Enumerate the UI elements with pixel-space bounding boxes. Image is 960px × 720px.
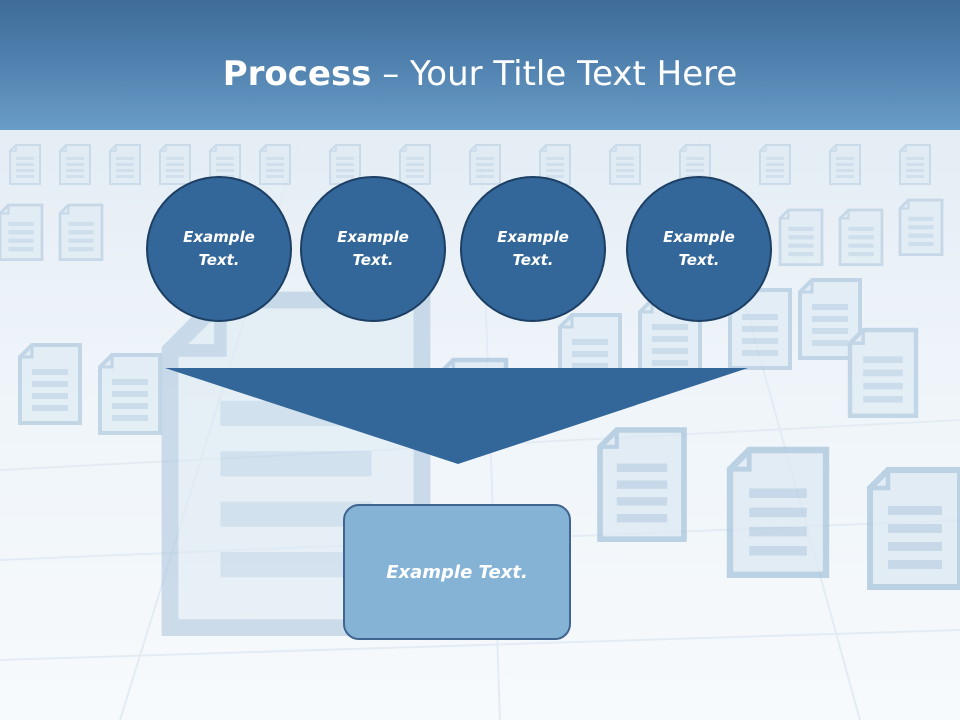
- title-rest-part: – Your Title Text Here: [371, 54, 738, 94]
- result-box: Example Text.: [343, 504, 571, 640]
- step-circle-1: Example Text.: [146, 176, 292, 322]
- step-circle-label: Example Text.: [183, 228, 255, 269]
- title-bold-part: Process: [222, 54, 372, 94]
- step-circle-label: Example Text.: [337, 228, 409, 269]
- slide-title: Process – Your Title Text Here: [0, 50, 960, 98]
- step-circle-label: Example Text.: [663, 228, 735, 269]
- step-circle-3: Example Text.: [460, 176, 606, 322]
- funnel-triangle: [165, 368, 748, 464]
- step-circle-label: Example Text.: [497, 228, 569, 269]
- step-circle-4: Example Text.: [626, 176, 772, 322]
- title-banner: [0, 0, 960, 130]
- result-box-label: Example Text.: [386, 561, 528, 583]
- step-circle-2: Example Text.: [300, 176, 446, 322]
